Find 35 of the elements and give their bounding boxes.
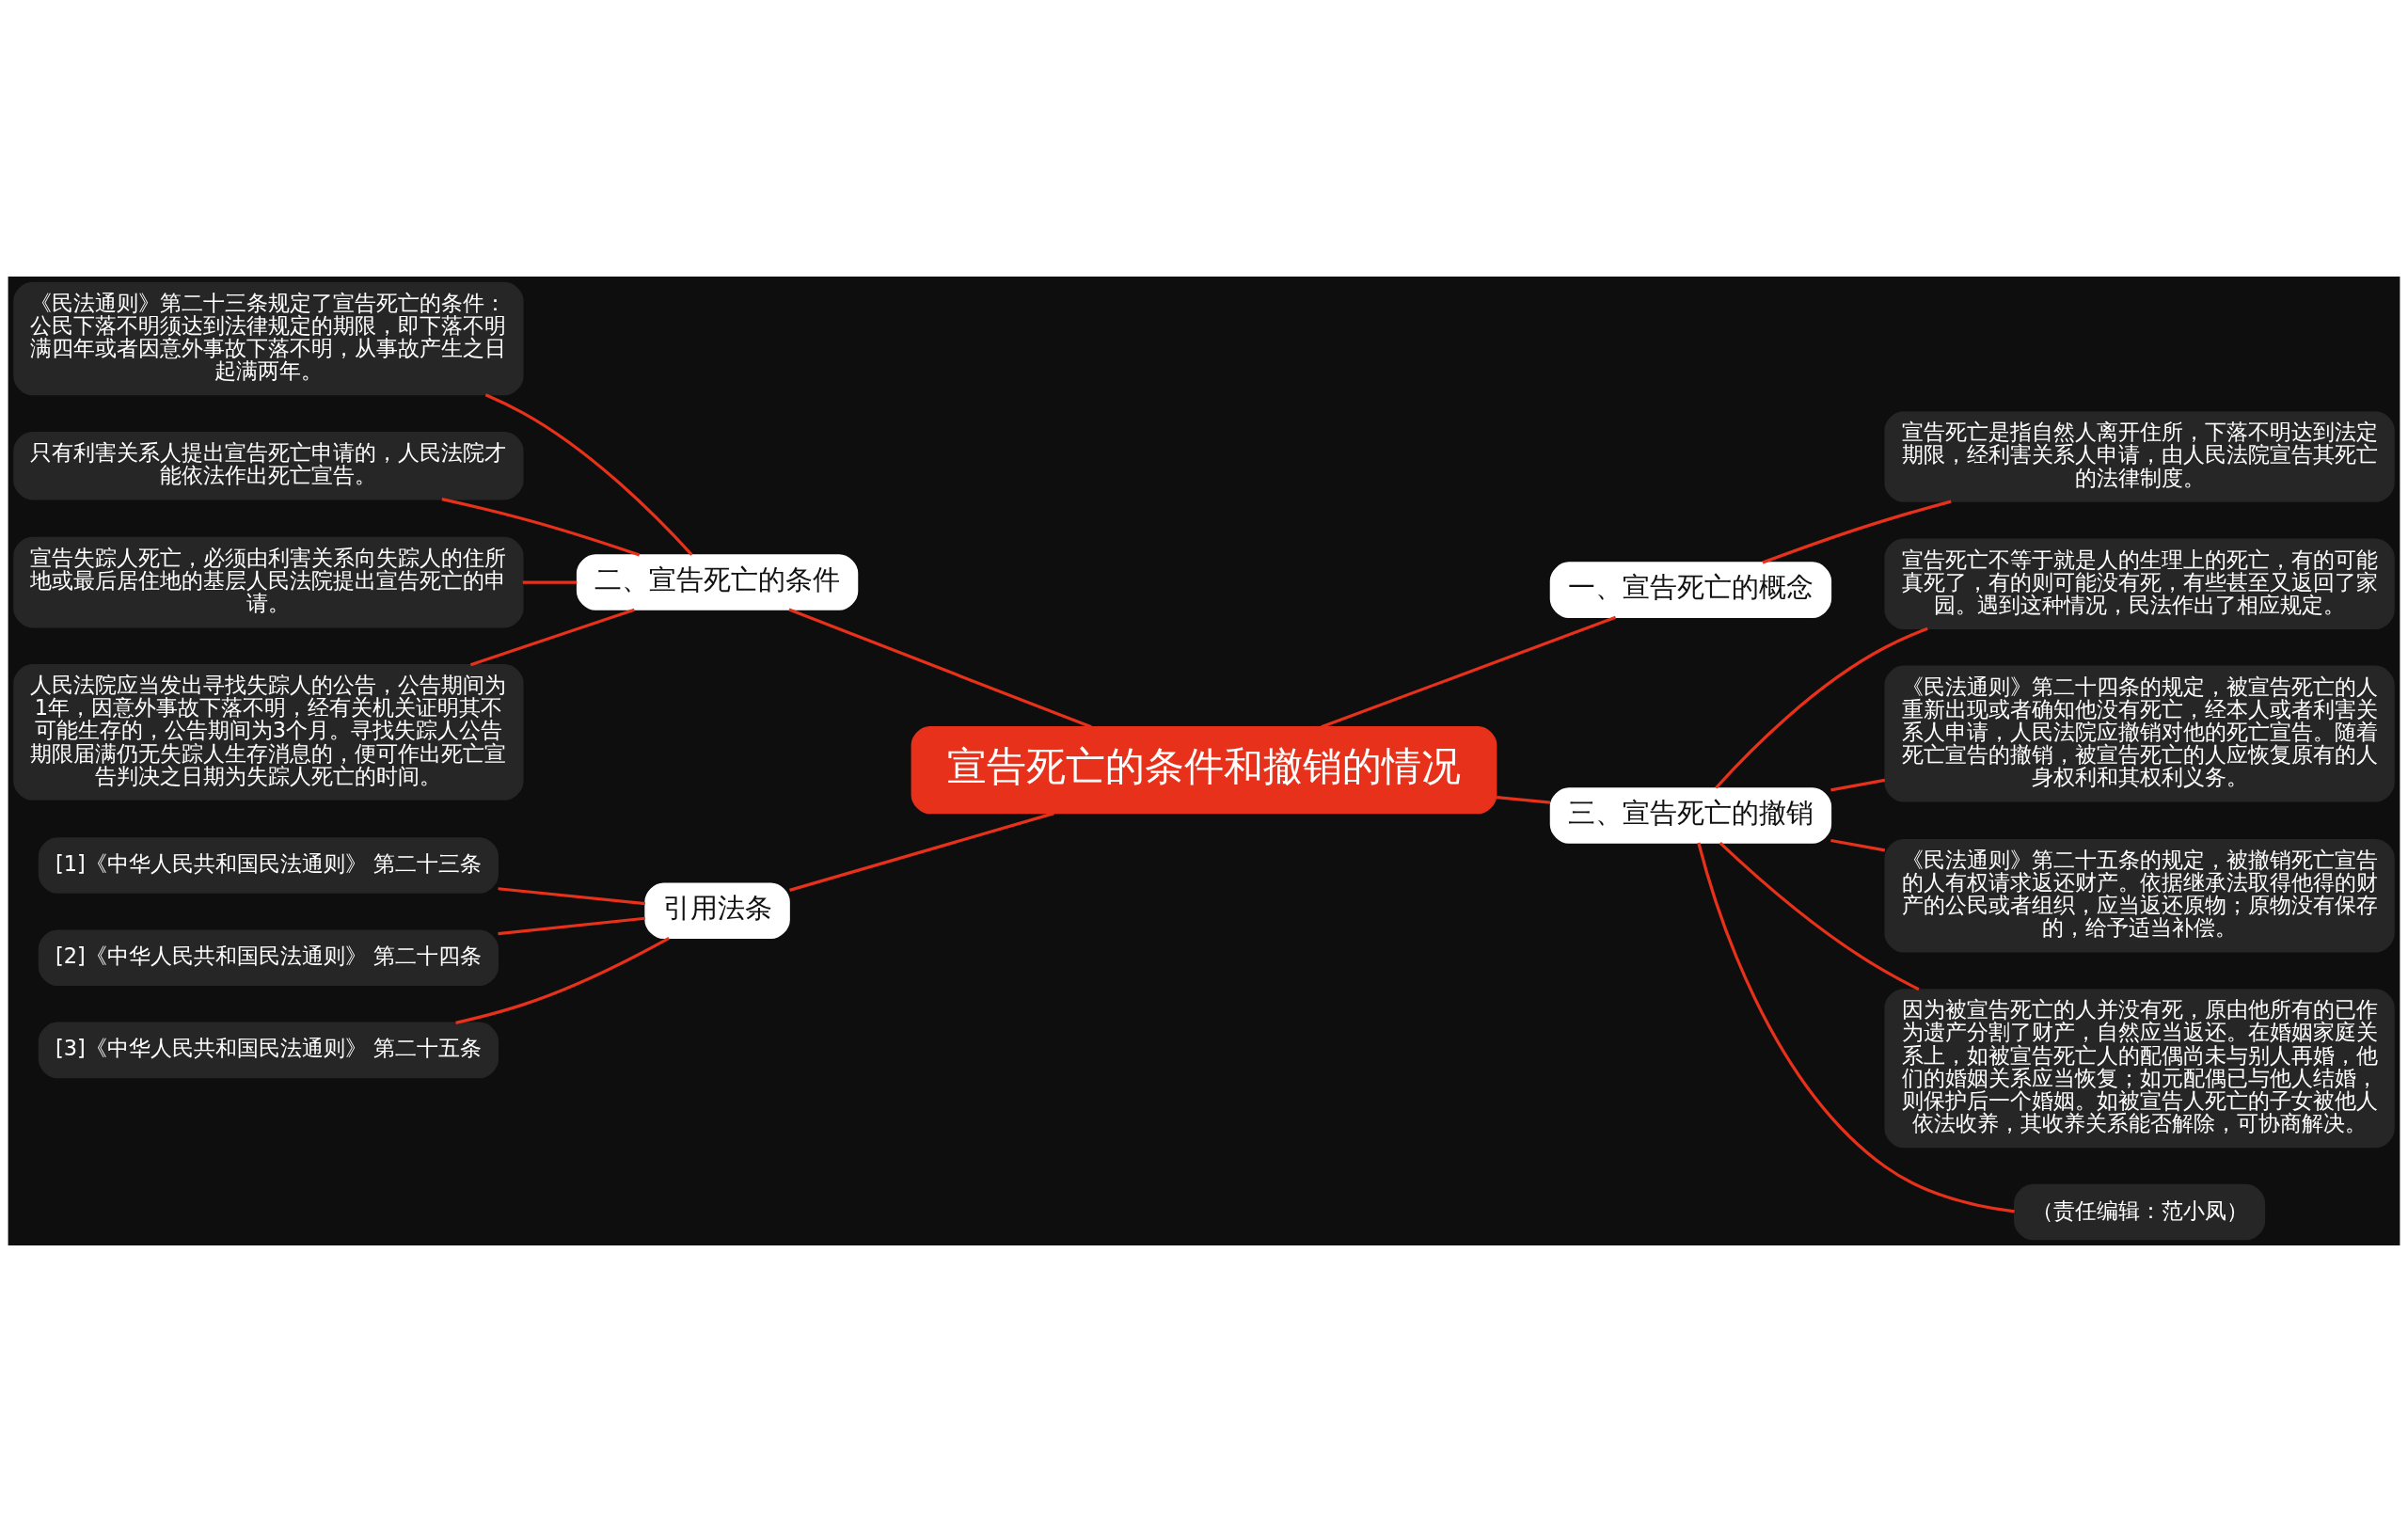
connector bbox=[498, 887, 646, 906]
node-box: 三、宣告死亡的撤销 bbox=[1549, 787, 1832, 844]
node-box: 《民法通则》第二十三条规定了宣告死亡的条件：公民下落不明须达到法律规定的期限，即下落不明满四年或者因意外事故下落不明，从事故产生之日起满两年。 bbox=[13, 281, 524, 396]
connector bbox=[1719, 841, 1920, 991]
node-box: 宣告死亡不等于就是人的生理上的死亡，有的可能真死了，有的则可能没有死，有些甚至又返回了家园。遇到这种情况，民法作出了相应规定。 bbox=[1884, 538, 2395, 629]
connector bbox=[1830, 778, 1886, 792]
connector bbox=[469, 608, 635, 667]
node-box: （责任编辑：范小凤） bbox=[2014, 1183, 2266, 1241]
node-box: 《民法通则》第二十四条的规定，被宣告死亡的人重新出现或者确知他没有死亡，经本人或者利害关系人申请，人民法院应撤销对他的死亡宣告。随着死亡宣告的撤销，被宣告死亡的人应恢复原有的人身权利和其权利义务。 bbox=[1884, 665, 2395, 802]
node-box: 《民法通则》第二十五条的规定，被撤销死亡宣告的人有权请求返还财产。依据继承法取得他得的财产的公民或者组织，应当返还原物；原物没有保存的，给予适当补偿。 bbox=[1884, 838, 2395, 953]
node-box: [1]《中华人民共和国民法通则》 第二十三条 bbox=[38, 837, 499, 894]
node-box: 宣告死亡是指自然人离开住所，下落不明达到法定期限，经利害关系人申请，由人民法院宣告其死亡的法律制度。 bbox=[1884, 411, 2395, 502]
connector bbox=[1697, 842, 2015, 1213]
node-box: 宣告死亡的条件和撤销的情况 bbox=[911, 726, 1497, 815]
connector bbox=[1830, 838, 1886, 852]
connector bbox=[1715, 626, 1928, 789]
node-box: 因为被宣告死亡的人并没有死，原由他所有的已作为遗产分割了财产，自然应当返还。在婚姻家庭关系上，如被宣告死亡人的配偶尚未与别人再婚，他们的婚姻关系应当恢复；如元配偶已与他人结婚，则保护后一个婚姻。如被宣告人死亡的子女被他人依法收养，其收养关系能否解除，可协商解决。 bbox=[1884, 989, 2395, 1149]
node-box: 只有利害关系人提出宣告死亡申请的，人民法院才能依法作出死亡宣告。 bbox=[13, 431, 524, 500]
node-box: 宣告失踪人死亡，必须由利害关系向失踪人的住所地或最后居住地的基层人民法院提出宣告死亡的申请。 bbox=[13, 536, 524, 628]
node-box: 二、宣告死亡的条件 bbox=[576, 554, 859, 610]
connector bbox=[455, 936, 670, 1024]
node-box: [2]《中华人民共和国民法通则》 第二十四条 bbox=[38, 929, 499, 986]
connector bbox=[1321, 615, 1617, 729]
connector bbox=[789, 812, 1054, 892]
node-box: [3]《中华人民共和国民法通则》 第二十五条 bbox=[38, 1022, 499, 1079]
connector bbox=[484, 393, 693, 556]
connector bbox=[1496, 796, 1551, 804]
connector bbox=[498, 916, 646, 936]
node-box: 一、宣告死亡的概念 bbox=[1549, 562, 1832, 618]
connector bbox=[1762, 499, 1952, 564]
connector bbox=[522, 580, 578, 584]
node-box: 引用法条 bbox=[644, 882, 790, 940]
connector bbox=[441, 498, 641, 557]
node-box: 人民法院应当发出寻找失踪人的公告，公告期间为1年，因意外事故下落不明，经有关机关证明其不可能生存的，公告期间为3个月。寻找失踪人公告期限届满仍无失踪人生存消息的，便可作出死亡宣告判决之日期为失踪人死亡的时间。 bbox=[13, 664, 524, 801]
connector bbox=[788, 608, 1092, 729]
